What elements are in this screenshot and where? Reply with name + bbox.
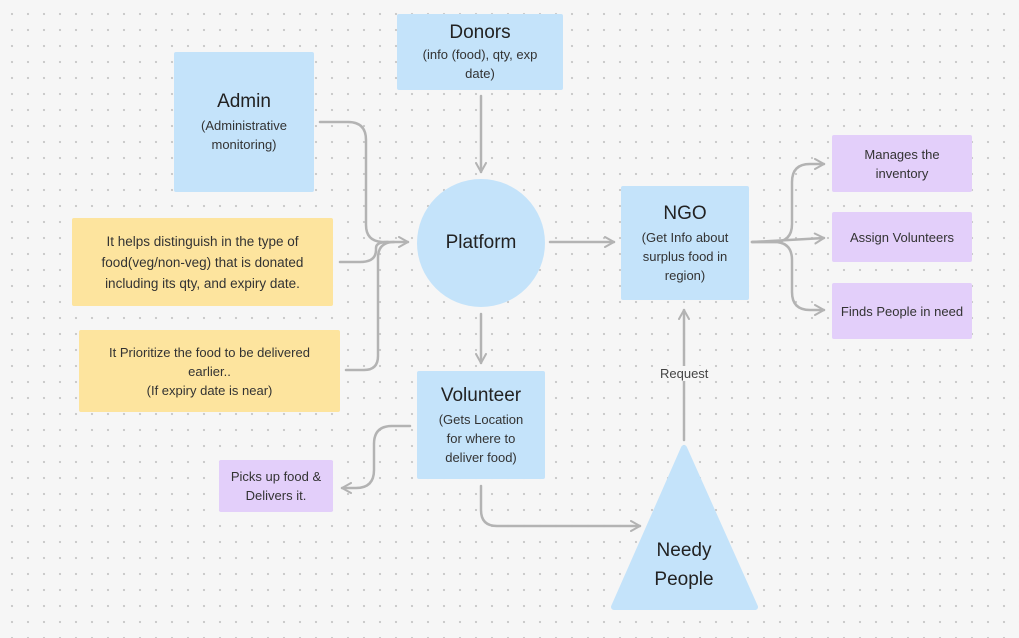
ngo-title: NGO [663, 202, 707, 224]
pickup-note-text: Picks up food & Delivers it. [230, 469, 322, 503]
ngo-node[interactable]: NGO (Get Info about surplus food in regi… [621, 186, 749, 300]
needy-people-node[interactable]: Needy People [624, 535, 744, 595]
task-assign-volunteers-text: Assign Volunteers [849, 229, 955, 245]
platform-node[interactable]: Platform [417, 179, 545, 307]
volunteer-subtitle: (Gets Location for where to deliver food… [438, 411, 524, 465]
task-manage-inventory-text: Manages the inventory [864, 146, 940, 181]
task-manage-inventory[interactable]: Manages the inventory [832, 135, 972, 192]
volunteer-title: Volunteer [440, 384, 522, 406]
request-edge-label: Request [658, 366, 711, 381]
priority-note-line2: (If expiry date is near) [146, 382, 273, 398]
food-type-note-text: It helps distinguish in the type of food… [101, 233, 304, 291]
priority-note-line1: It Prioritize the food to be delivered e… [109, 344, 310, 379]
edge-admin-platform [318, 120, 410, 248]
pickup-note[interactable]: Picks up food & Delivers it. [219, 460, 333, 512]
donors-node[interactable]: Donors (info (food), qty, exp date) [397, 14, 563, 90]
donors-title: Donors [449, 22, 511, 43]
task-find-people[interactable]: Finds People in need [832, 283, 972, 339]
donors-subtitle: (info (food), qty, exp date) [422, 47, 538, 81]
task-find-people-text: Finds People in need [840, 303, 964, 319]
edge-ngo-find [750, 240, 826, 316]
admin-node[interactable]: Admin (Administrative monitoring) [174, 52, 314, 192]
needy-people-line1: Needy [656, 540, 712, 561]
edge-volunteer-pickup [340, 424, 412, 494]
priority-note[interactable]: It Prioritize the food to be delivered e… [79, 330, 340, 412]
edge-foodtype-platform [338, 240, 390, 264]
edge-volunteer-needy [479, 484, 642, 532]
volunteer-node[interactable]: Volunteer (Gets Location for where to de… [417, 371, 545, 479]
platform-title: Platform [445, 232, 517, 253]
edge-ngo-manage [750, 158, 826, 244]
food-type-note[interactable]: It helps distinguish in the type of food… [72, 218, 333, 306]
needy-people-line2: People [654, 569, 714, 590]
task-assign-volunteers[interactable]: Assign Volunteers [832, 212, 972, 262]
admin-title: Admin [217, 91, 271, 112]
edge-priority-platform [344, 240, 396, 372]
admin-subtitle: (Administrative monitoring) [201, 118, 287, 152]
needy-people-shape [611, 445, 758, 610]
ngo-subtitle: (Get Info about surplus food in region) [641, 229, 729, 283]
